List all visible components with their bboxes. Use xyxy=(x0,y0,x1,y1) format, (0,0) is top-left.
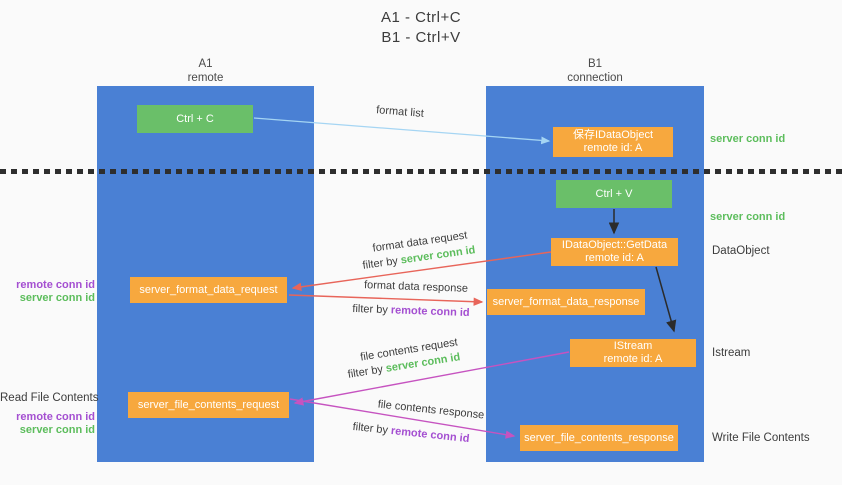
format-data-response-arrow xyxy=(288,294,484,306)
save-dataobject-line2: remote id: A xyxy=(583,142,643,154)
write-file-contents-label: Write File Contents xyxy=(712,432,810,444)
istream-node: IStream remote id: A xyxy=(570,339,696,367)
title-line-2: B1 - Ctrl+V xyxy=(381,29,461,46)
istream-side-label: Istream xyxy=(712,347,751,359)
server-file-contents-request-label: server_file_contents_request xyxy=(137,398,280,411)
remote-conn-id-left-2: remote conn id xyxy=(16,411,95,423)
read-file-contents-label: Read File Contents xyxy=(0,392,99,404)
server-format-data-request-node: server_format_data_request xyxy=(130,277,287,303)
filter-by-text: filter by xyxy=(361,255,399,272)
remote-conn-id-text: remote conn id xyxy=(390,424,470,446)
getdata-line1: IDataObject::GetData xyxy=(561,239,668,251)
server-format-data-response-node: server_format_data_response xyxy=(487,289,645,315)
file-contents-response-label: file contents response xyxy=(377,398,485,422)
diagram-title: A1 - Ctrl+C B1 - Ctrl+V xyxy=(0,8,842,48)
format-list-label: format list xyxy=(375,104,425,120)
istream-line2: remote id: A xyxy=(603,353,663,365)
server-conn-id-left-1: server conn id xyxy=(19,292,95,304)
server-conn-id-side-top: server conn id xyxy=(710,133,786,145)
lane-header-a1: A1 remote xyxy=(97,57,314,85)
remote-conn-id-left-1: remote conn id xyxy=(16,279,95,291)
lane-a1-name: A1 xyxy=(198,58,213,70)
server-file-contents-response-label: server_file_contents_response xyxy=(524,431,674,444)
server-conn-id-left-2: server conn id xyxy=(19,424,95,436)
format-data-response-label: format data response xyxy=(363,279,469,295)
lane-b1-name: B1 xyxy=(587,58,603,70)
save-dataobject-line1: 保存IDataObject xyxy=(572,129,654,141)
lane-header-b1: B1 connection xyxy=(486,57,704,85)
filter-by-text: filter by xyxy=(352,420,389,437)
lane-a1-subtitle: remote xyxy=(187,72,224,84)
save-dataobject-node: 保存IDataObject remote id: A xyxy=(553,127,673,157)
copy-paste-separator-line xyxy=(0,169,842,174)
server-format-data-request-label: server_format_data_request xyxy=(139,283,278,296)
title-line-1: A1 - Ctrl+C xyxy=(380,9,462,26)
filter-by-text: filter by xyxy=(352,302,389,317)
lane-b1-subtitle: connection xyxy=(567,72,623,84)
server-format-data-response-label: server_format_data_response xyxy=(492,295,640,308)
server-file-contents-response-node: server_file_contents_response xyxy=(520,425,678,451)
server-file-contents-request-node: server_file_contents_request xyxy=(128,392,289,418)
istream-line1: IStream xyxy=(613,340,653,352)
filter-by-text: filter by xyxy=(346,363,384,381)
ctrl-c-label: Ctrl + C xyxy=(176,112,214,125)
ctrl-c-node: Ctrl + C xyxy=(137,105,253,133)
getdata-node: IDataObject::GetData remote id: A xyxy=(551,238,678,266)
getdata-line2: remote id: A xyxy=(585,252,644,264)
dataobject-side-label: DataObject xyxy=(712,245,770,257)
remote-conn-id-text: remote conn id xyxy=(390,304,470,320)
ctrl-v-label: Ctrl + V xyxy=(595,187,633,200)
server-conn-id-side-mid: server conn id xyxy=(710,211,786,223)
ctrl-v-node: Ctrl + V xyxy=(556,180,672,208)
